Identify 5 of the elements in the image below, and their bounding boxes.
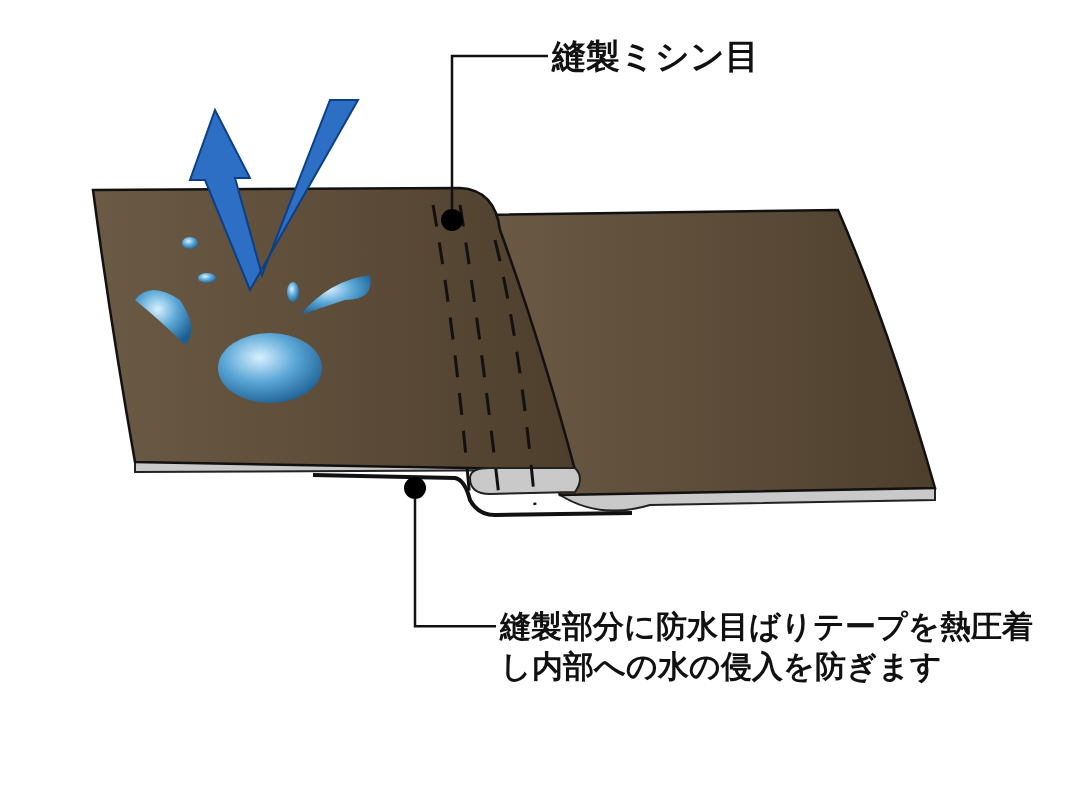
leader-line — [450, 54, 548, 209]
tape-point-marker — [404, 477, 426, 499]
callout-label: 縫製ミシン目 — [552, 34, 812, 79]
leader-line — [413, 499, 496, 628]
callout-note: 縫製部分に防水目ばりテープを熱圧着し内部への水の侵入を防ぎます — [500, 606, 1060, 687]
